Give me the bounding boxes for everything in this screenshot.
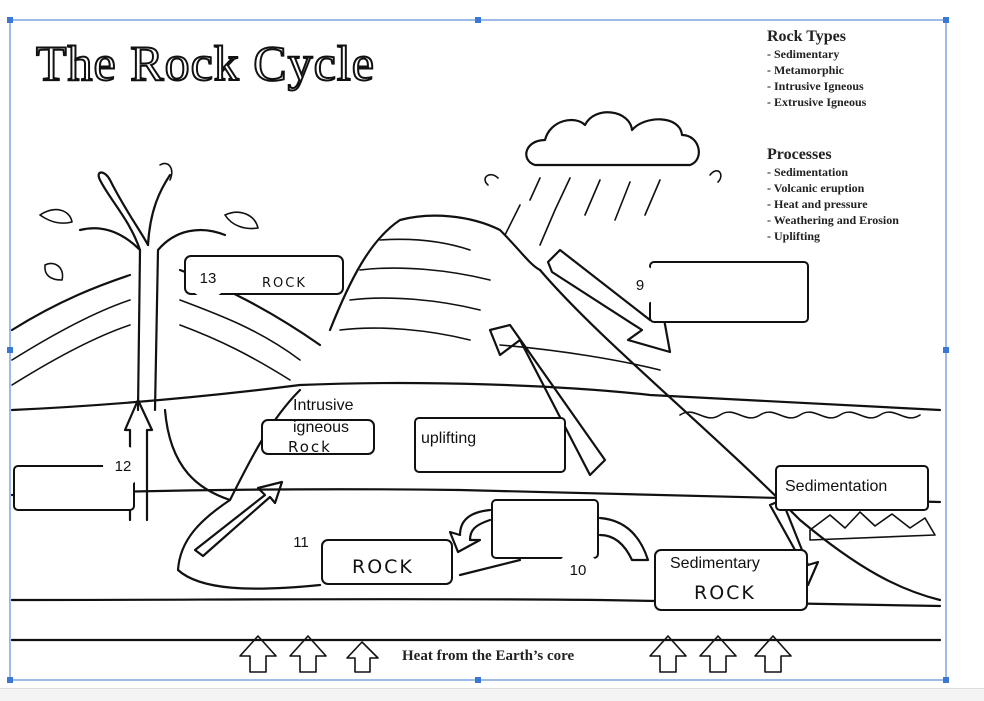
label-number-11: 11 [281,522,321,562]
rock-type-item: - Metamorphic [767,63,844,77]
answer-sedimentary[interactable]: Sedimentary [670,555,760,572]
rock-types-heading: Rock Types [767,28,846,45]
label-number-10: 10 [558,550,598,590]
process-item: - Volcanic eruption [767,181,865,195]
answer-sedimentation[interactable]: Sedimentation [785,478,888,495]
rock-label-intrusive: Rock [288,438,332,456]
rock-type-item: - Intrusive Igneous [767,79,864,93]
answer-uplifting[interactable]: uplifting [421,430,477,447]
editor-bottom-bar [0,688,984,701]
rock-type-item: - Sedimentary [767,47,840,61]
heat-label: Heat from the Earth’s core [402,648,575,664]
process-item: - Weathering and Erosion [767,213,899,227]
rock-types-list: Rock Types - Sedimentary - Metamorphic -… [767,28,866,110]
processes-list: Processes - Sedimentation - Volcanic eru… [767,146,899,244]
process-item: - Sedimentation [767,165,848,179]
rock-label-11: ROCK [352,556,414,578]
page-title: The Rock Cycle [35,34,375,92]
label-number-12: 12 [103,446,143,486]
answer-intrusive-line2[interactable]: igneous [293,419,350,436]
process-item: - Uplifting [767,229,821,243]
rock-type-item: - Extrusive Igneous [767,95,867,109]
process-item: - Heat and pressure [767,197,868,211]
rock-label-13: ROCK [262,276,307,291]
label-number-13: 13 [188,258,228,298]
rock-label-sedimentary: ROCK [694,582,756,604]
label-number-9: 9 [620,265,660,305]
answer-intrusive-line1[interactable]: Intrusive [293,397,354,414]
processes-heading: Processes [767,146,832,163]
